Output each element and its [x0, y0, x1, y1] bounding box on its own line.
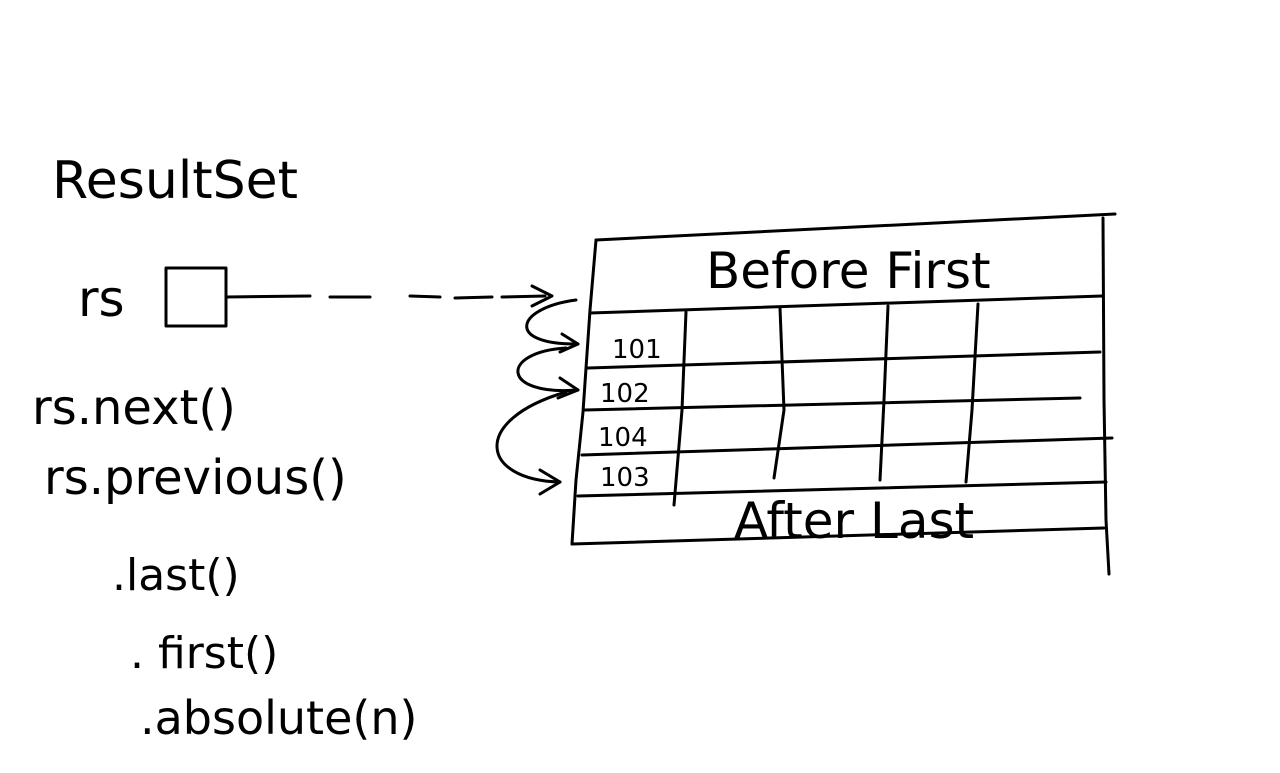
- after-last-label: After Last: [734, 492, 974, 550]
- before-first-divider: [588, 294, 1104, 315]
- arrowhead-2: [556, 376, 580, 400]
- row-divider-1: [586, 350, 1102, 370]
- curve-arrow-3: [495, 390, 568, 484]
- row-id-101: 101: [612, 335, 662, 365]
- column-line-1: [672, 310, 688, 507]
- method-next: rs.next(): [32, 380, 236, 436]
- pointer-dashed-line: [328, 294, 547, 300]
- resultset-table: [570, 212, 1117, 576]
- column-line-4: [964, 302, 980, 484]
- arrowhead-3: [538, 468, 562, 496]
- row-id-104: 104: [598, 423, 648, 453]
- table-right-border: [1101, 216, 1111, 576]
- title-resultset: ResultSet: [52, 151, 298, 211]
- pointer-arrowhead: [530, 284, 554, 308]
- row-divider-2: [583, 396, 1082, 412]
- column-line-2: [772, 306, 786, 480]
- table-bottom-border: [570, 526, 1106, 546]
- curve-arrow-2: [516, 346, 580, 393]
- row-id-102: 102: [600, 379, 650, 409]
- row-divider-3: [580, 436, 1114, 457]
- rs-variable-label: rs: [78, 270, 125, 328]
- cursor-move-arrows: [495, 298, 580, 496]
- table-left-border: [570, 238, 598, 546]
- rs-pointer-box: [164, 266, 228, 328]
- column-line-3: [878, 304, 890, 482]
- method-first: . first(): [130, 628, 278, 679]
- method-previous: rs.previous(): [44, 450, 347, 506]
- curve-arrow-1: [525, 298, 580, 346]
- before-first-label: Before First: [706, 242, 991, 300]
- row-id-103: 103: [600, 463, 650, 493]
- after-last-divider: [576, 480, 1108, 498]
- method-absolute: .absolute(n): [140, 691, 417, 745]
- table-top-border: [594, 212, 1117, 242]
- pointer-line: [224, 294, 312, 299]
- method-last: .last(): [112, 550, 240, 601]
